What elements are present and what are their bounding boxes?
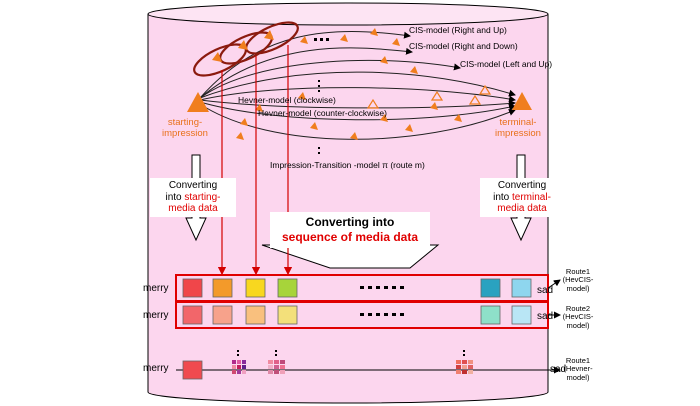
transition-model-label: Impression-Transition -model π (route m) bbox=[270, 160, 425, 170]
terminal-impression-label: terminal-impression bbox=[495, 117, 541, 139]
route1-cell bbox=[511, 278, 532, 298]
route2-cell bbox=[277, 305, 298, 325]
route1-cell bbox=[277, 278, 298, 298]
route2-label: Route2(HevCIS-model) bbox=[562, 304, 594, 330]
cis-left-up-label: CIS-model (Left and Up) bbox=[460, 59, 553, 69]
row-ellipsis bbox=[237, 286, 465, 356]
row3-start-label: merry bbox=[143, 363, 169, 374]
route1-cells bbox=[182, 278, 532, 298]
route3-cells bbox=[182, 360, 473, 380]
orange-markers bbox=[212, 28, 462, 140]
row3-end-label: sad bbox=[550, 364, 567, 375]
hollow-markers bbox=[366, 84, 492, 109]
route1-cell bbox=[480, 278, 501, 298]
starting-impression-triangle bbox=[187, 92, 209, 112]
route-arrows bbox=[546, 279, 561, 374]
route2-cell bbox=[480, 305, 501, 325]
hevner-counter-clockwise-label: Hevner-model (counter-clockwise) bbox=[258, 108, 387, 118]
color-palette-thumbnail bbox=[268, 360, 285, 374]
ellipsis-dots bbox=[314, 38, 329, 154]
route1-cell bbox=[245, 278, 266, 298]
starting-impression-label: starting-impression bbox=[162, 117, 208, 139]
route2-cell bbox=[182, 305, 203, 325]
cis-right-up-label: CIS-model (Right and Up) bbox=[409, 25, 507, 35]
route1-cell bbox=[182, 278, 203, 298]
route2-cells bbox=[182, 305, 532, 325]
transition-routes bbox=[199, 30, 516, 140]
route1-label: Route1(HevCIS-model) bbox=[562, 267, 594, 293]
row1-start-label: merry bbox=[143, 283, 169, 294]
route2-cell bbox=[511, 305, 532, 325]
cis-right-down-label: CIS-model (Right and Down) bbox=[409, 41, 518, 51]
row2-start-label: merry bbox=[143, 310, 169, 321]
row2-end-label: sad bbox=[537, 311, 554, 322]
convert-terminal-box: Converting into terminal- media data bbox=[480, 178, 564, 217]
hevner-clockwise-label: Hevner-model (clockwise) bbox=[238, 95, 336, 105]
route3-label: Route1(Hevner-model) bbox=[563, 356, 593, 382]
color-palette-thumbnail bbox=[232, 360, 246, 374]
route2-cell bbox=[212, 305, 233, 325]
row1-end-label: sad bbox=[537, 285, 554, 296]
convert-sequence-box: Converting into sequence of media data bbox=[270, 212, 430, 248]
route3-cell bbox=[182, 360, 203, 380]
terminal-impression-triangle bbox=[512, 92, 532, 110]
convert-starting-box: Converting into starting- media data bbox=[150, 178, 236, 217]
color-palette-thumbnail bbox=[456, 360, 473, 374]
route1-cell bbox=[212, 278, 233, 298]
route2-cell bbox=[245, 305, 266, 325]
